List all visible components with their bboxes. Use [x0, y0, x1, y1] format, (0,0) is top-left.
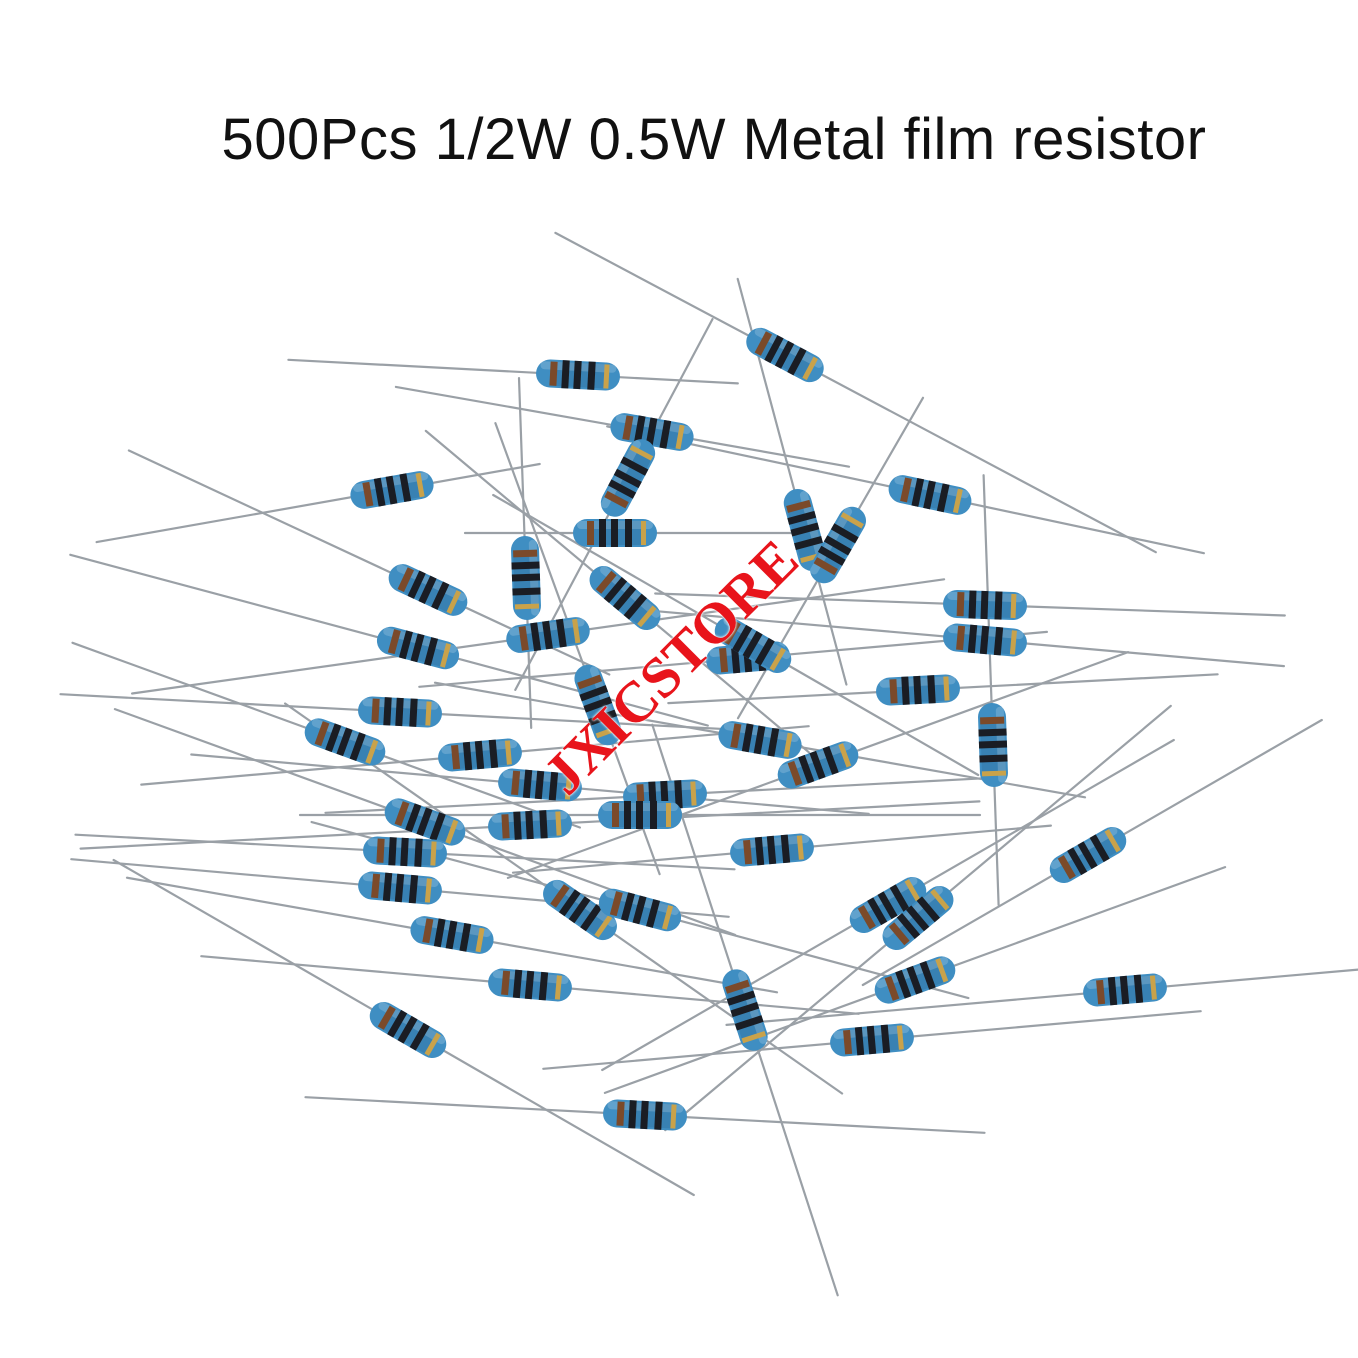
resistor — [746, 327, 824, 383]
resistor — [536, 359, 620, 391]
resistor — [358, 871, 442, 905]
resistor — [598, 888, 682, 932]
resistor — [888, 475, 972, 515]
resistor — [498, 768, 582, 802]
resistor — [573, 519, 657, 547]
resistor — [488, 968, 572, 1002]
resistor — [350, 471, 434, 509]
resistor — [943, 623, 1027, 657]
resistor — [376, 626, 460, 670]
resistor — [574, 664, 622, 746]
resistor — [943, 590, 1027, 620]
resistor — [718, 721, 802, 759]
resistor — [777, 741, 859, 789]
resistor — [849, 877, 927, 933]
lead-wire — [287, 358, 739, 385]
resistor — [1083, 973, 1167, 1007]
resistor — [730, 833, 814, 867]
resistor — [830, 1023, 914, 1057]
resistor — [589, 566, 661, 630]
resistor — [882, 886, 954, 950]
resistor — [506, 617, 590, 653]
resistor — [438, 738, 522, 772]
resistor — [388, 564, 468, 616]
lead-wire — [982, 474, 1000, 907]
resistor — [783, 488, 827, 572]
resistor — [358, 696, 442, 728]
resistor — [410, 916, 494, 954]
resistor — [511, 536, 541, 620]
resistor — [722, 969, 768, 1051]
lead-wire — [95, 462, 541, 544]
lead-wire — [554, 231, 1157, 554]
product-title: 500Pcs 1/2W 0.5W Metal film resistor — [221, 107, 1207, 172]
resistor — [384, 798, 466, 846]
resistor — [810, 506, 866, 584]
resistor — [363, 836, 447, 868]
resistor — [978, 703, 1008, 787]
resistor — [598, 801, 682, 829]
resistor — [488, 809, 572, 841]
resistor — [603, 1099, 687, 1131]
resistor-bodies — [304, 327, 1167, 1131]
resistor — [714, 617, 792, 673]
resistor — [600, 439, 656, 517]
resistor — [1049, 827, 1127, 883]
resistor — [369, 1002, 447, 1058]
resistor — [304, 718, 386, 766]
lead-wires — [59, 231, 1358, 1297]
resistor — [876, 674, 960, 706]
resistor — [874, 956, 956, 1004]
resistor — [543, 879, 617, 941]
lead-wire — [725, 968, 1358, 1027]
